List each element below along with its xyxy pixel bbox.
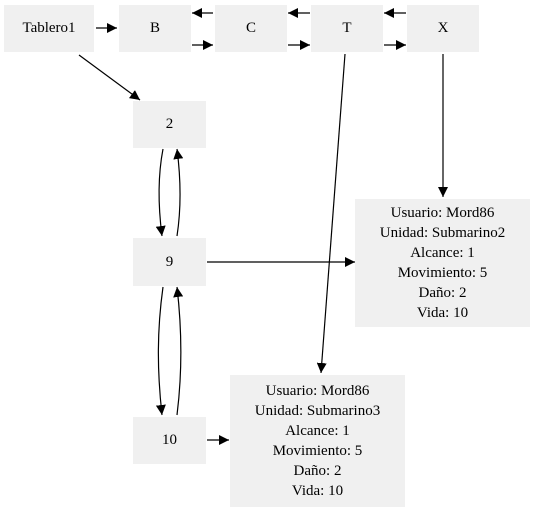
unit2-movimiento: Movimiento: 5 <box>272 443 363 459</box>
edge-9-2 <box>173 148 184 237</box>
node-t-label: T <box>342 20 352 36</box>
edge-tablero-2 <box>78 54 141 101</box>
node-unit-submarino2: Usuario: Mord86 Unidad: Submarino2 Alcan… <box>355 199 530 327</box>
unit2-dano: Daño: 2 <box>293 463 342 479</box>
unit2-alcance: Alcance: 1 <box>285 423 350 439</box>
unit1-dano: Daño: 2 <box>418 285 467 301</box>
node-b-label: B <box>149 20 160 36</box>
node-x: X <box>407 5 479 52</box>
unit1-vida: Vida: 10 <box>416 305 469 321</box>
node-9-label: 9 <box>165 253 174 270</box>
node-c-label: C <box>245 20 256 36</box>
node-10-label: 10 <box>162 432 177 448</box>
unit2-unidad: Unidad: Submarino3 <box>254 403 381 419</box>
node-unit-submarino3: Usuario: Mord86 Unidad: Submarino3 Alcan… <box>230 375 405 507</box>
unit1-movimiento: Movimiento: 5 <box>397 265 488 281</box>
edge-9-10 <box>155 286 166 416</box>
node-tablero: Tablero1 <box>4 5 94 52</box>
edge-10-9 <box>173 286 184 416</box>
unit1-unidad: Unidad: Submarino2 <box>379 225 506 241</box>
node-c: C <box>215 5 287 52</box>
node-b: B <box>119 5 191 52</box>
edge-t-unit2 <box>316 53 346 374</box>
edge-2-9 <box>155 148 166 237</box>
node-tablero-label: Tablero1 <box>22 20 76 36</box>
node-9: 9 <box>133 238 206 286</box>
node-2-label: 2 <box>165 116 174 132</box>
unit1-alcance: Alcance: 1 <box>410 245 475 261</box>
unit2-vida: Vida: 10 <box>291 483 344 499</box>
node-10: 10 <box>133 417 206 464</box>
node-t: T <box>311 5 383 52</box>
node-x-label: X <box>437 20 449 36</box>
node-2: 2 <box>133 101 206 148</box>
unit2-usuario: Usuario: Mord86 <box>265 383 370 399</box>
unit1-usuario: Usuario: Mord86 <box>390 205 495 221</box>
